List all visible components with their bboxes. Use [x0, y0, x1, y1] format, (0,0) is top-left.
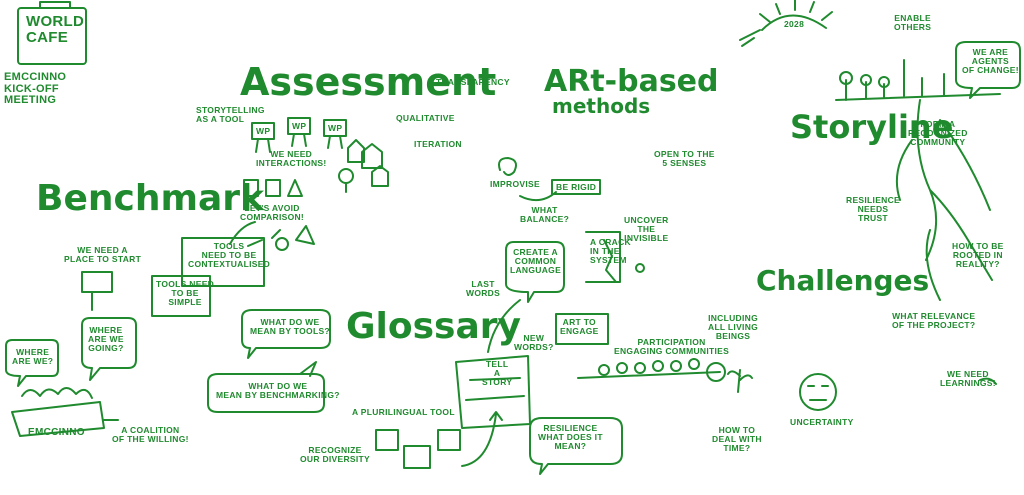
note-uncertainty: UNCERTAINTY: [790, 417, 854, 427]
plant-icon: [727, 369, 753, 393]
note-what-balance: WHAT BALANCE?: [520, 205, 570, 224]
be-rigid-box: [551, 179, 601, 195]
arrow: [229, 221, 256, 245]
note-enable-others: ENABLE OTHERS: [894, 13, 932, 32]
note-storytelling: STORYTELLING AS A TOOL: [196, 105, 265, 124]
agents-bubble: [955, 41, 1021, 99]
wp-label-2: WP: [292, 121, 307, 131]
note-mean-tools: WHAT DO WE MEAN BY TOOLS?: [250, 317, 330, 336]
note-improvise: IMPROVISE: [490, 179, 540, 189]
heading-glossary: Glossary: [346, 306, 521, 347]
triangle-icon: [287, 179, 303, 197]
people-row: [577, 371, 721, 379]
note-avoid-comparison: LET'S AVOID COMPARISON!: [240, 203, 305, 222]
note-transparency: TRANSPARENCY: [436, 77, 510, 87]
where-are-we-bubble: [5, 339, 59, 387]
note-deal-time: HOW TO DEAL WITH TIME?: [712, 425, 762, 453]
note-last-words: LAST WORDS: [466, 279, 501, 298]
puzzle-piece-icon-3: [437, 429, 461, 451]
where-going-bubble: [81, 317, 137, 381]
art-engage-box: [555, 313, 609, 345]
sun-icon: [761, 14, 827, 31]
wp-box-1: [251, 122, 275, 140]
note-simple: TOOLS NEED TO BE SIMPLE: [156, 279, 215, 307]
note-common-language: CREATE A COMMON LANGUAGE: [510, 247, 562, 275]
note-where-are-we: WHERE ARE WE?: [12, 347, 54, 366]
tree-icon: [338, 168, 354, 184]
heading-challenges: Challenges: [756, 264, 930, 297]
year-label: 2028: [784, 19, 805, 29]
note-recognized-community: FORM A RECOGNIZED COMMUNITY: [908, 119, 968, 147]
world-cafe-sign: [17, 7, 87, 65]
square-icon: [243, 179, 259, 197]
note-resilience-mean: RESILIENCE WHAT DOES IT MEAN?: [538, 423, 603, 451]
note-place-to-start: WE NEED A PLACE TO START: [64, 245, 142, 264]
wp-box-3: [323, 119, 347, 137]
note-qualitative: QUALITATIVE: [396, 113, 455, 123]
note-coalition: A COALITION OF THE WILLING!: [112, 425, 189, 444]
puzzle-piece-icon-2: [403, 445, 431, 469]
sign-hanger: [39, 1, 71, 9]
kickoff-label: EMCCINNO KICK-OFF MEETING: [4, 71, 67, 107]
note-contextualised: TOOLS NEED TO BE CONTEXTUALISED: [188, 241, 271, 269]
heading-benchmark: Benchmark: [36, 178, 264, 219]
heading-assessment: Assessment: [240, 60, 497, 104]
square-icon-2: [265, 179, 281, 197]
note-agents-change: WE ARE AGENTS OF CHANGE!: [962, 47, 1019, 75]
puzzle-piece-icon: [375, 429, 399, 451]
note-crack-system: A CRACK IN THE SYSTEM: [590, 237, 631, 265]
contextualised-box: [181, 237, 265, 287]
crack-icon: [585, 231, 621, 283]
note-tell-story: TELL A STORY: [482, 359, 513, 387]
note-uncover-invisible: UNCOVER THE INVISIBLE: [624, 215, 669, 243]
roots-icon: [895, 99, 993, 301]
note-recognize-diversity: RECOGNIZE OUR DIVERSITY: [300, 445, 371, 464]
uncertainty-face: [799, 373, 837, 411]
start-box: [81, 271, 113, 293]
heading-art-based: ARt-based: [544, 64, 719, 99]
note-new-words: NEW WORDS?: [514, 333, 554, 352]
simple-box: [151, 275, 211, 317]
note-learnings: WE NEED LEARNINGS!: [940, 369, 996, 388]
note-relevance: WHAT RELEVANCE OF THE PROJECT?: [892, 311, 976, 330]
note-participation: PARTICIPATION ENGAGING COMMUNITIES: [614, 337, 730, 356]
heading-methods: methods: [552, 94, 651, 118]
wp-label-1: WP: [256, 126, 271, 136]
note-where-going: WHERE ARE WE GOING?: [88, 325, 124, 353]
note-rooted-reality: HOW TO BE ROOTED IN REALITY?: [952, 241, 1004, 269]
note-resilience-trust: RESILIENCE NEEDS TRUST: [846, 195, 901, 223]
wp-label-3: WP: [328, 123, 343, 133]
note-open-senses: OPEN TO THE 5 SENSES: [654, 149, 715, 168]
spiral-icon: [498, 157, 517, 176]
note-mean-benchmarking: WHAT DO WE MEAN BY BENCHMARKING?: [216, 381, 340, 400]
hand-icon: [739, 29, 761, 47]
note-be-rigid: BE RIGID: [556, 182, 597, 192]
wp-box-2: [287, 117, 311, 135]
resilience-bubble: [529, 417, 623, 475]
arrow-up: [461, 411, 503, 467]
basket-icon: [11, 401, 105, 437]
note-interactions: WE NEED INTERACTIONS!: [256, 149, 327, 168]
plants-icon: [845, 59, 945, 101]
common-language-bubble: [505, 241, 565, 303]
note-iteration: ITERATION: [414, 139, 462, 149]
heading-storyline: Storyline: [790, 108, 954, 146]
note-art-engage: ART TO ENGAGE: [560, 317, 599, 336]
world-cafe-title: WORLD CAFE: [26, 13, 85, 46]
benchmarking-bubble: [207, 361, 325, 413]
houses-icon: [347, 139, 389, 187]
note-emccinno: EMCCINNO: [28, 427, 85, 438]
note-living-beings: INCLUDING ALL LIVING BEINGS: [708, 313, 759, 341]
tools-bubble: [241, 309, 331, 359]
shelf: [835, 93, 1001, 101]
note-plurilingual: A PLURILINGUAL TOOL: [352, 407, 455, 417]
